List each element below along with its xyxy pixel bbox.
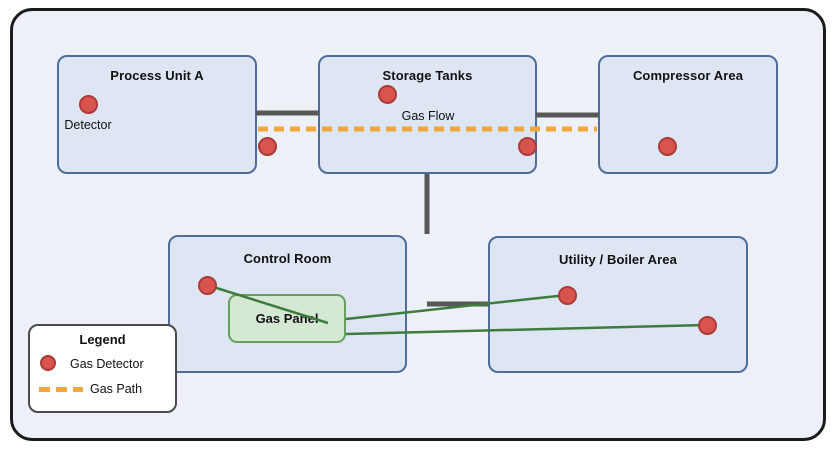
gas-detector-icon — [40, 355, 56, 371]
gas-detector-control-room[interactable] — [198, 276, 217, 295]
detector-annotation: Detector — [64, 118, 112, 132]
zone-title-storage-tanks: Storage Tanks — [382, 68, 473, 83]
gas-panel-label: Gas Panel — [255, 311, 319, 326]
zone-compressor-area[interactable]: Compressor Area — [598, 55, 778, 174]
gas-detector-storage-tanks[interactable] — [378, 85, 397, 104]
zone-storage-tanks[interactable]: Storage Tanks — [318, 55, 537, 174]
zone-title-utility-boiler-area: Utility / Boiler Area — [559, 252, 677, 267]
gas-detector-storage-tanks-east[interactable] — [518, 137, 537, 156]
zone-utility-boiler-area[interactable]: Utility / Boiler Area — [488, 236, 748, 373]
gas-flow-annotation: Gas Flow — [401, 109, 455, 123]
gas-detector-compressor-area[interactable] — [658, 137, 677, 156]
zone-title-compressor-area: Compressor Area — [632, 68, 744, 83]
legend-gas-detector-label: Gas Detector — [70, 357, 144, 371]
gas-detector-process-unit-a[interactable] — [79, 95, 98, 114]
gas-detector-utility-1[interactable] — [558, 286, 577, 305]
legend-title: Legend — [79, 332, 126, 347]
zone-process-unit-a[interactable]: Process Unit A — [57, 55, 257, 174]
zone-title-control-room: Control Room — [243, 251, 332, 266]
gas-detector-pipeline-west[interactable] — [258, 137, 277, 156]
gas-panel-node[interactable]: Gas Panel — [228, 294, 346, 343]
legend-box: Legend Gas Detector Gas Path — [28, 324, 177, 413]
gas-path-icon — [39, 387, 83, 392]
gas-detector-utility-2[interactable] — [698, 316, 717, 335]
legend-gas-path-label: Gas Path — [90, 382, 143, 396]
zone-title-process-unit-a: Process Unit A — [110, 68, 204, 83]
